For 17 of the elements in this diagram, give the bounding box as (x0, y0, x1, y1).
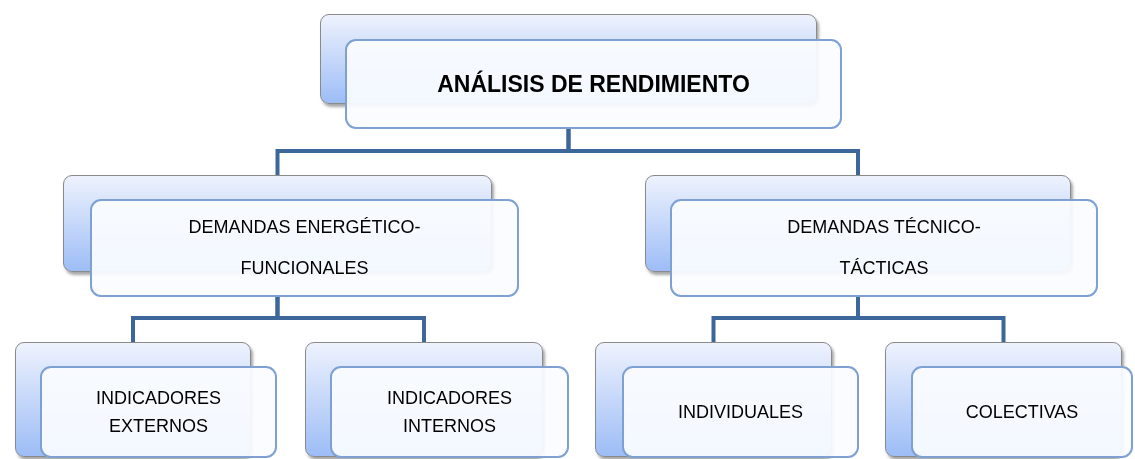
connector-line (566, 129, 860, 175)
stacked-card (305, 342, 569, 458)
stacked-card (63, 175, 519, 297)
box-label: INDICADORES EXTERNOS (95, 387, 222, 438)
stacked-card (320, 14, 842, 129)
box-label: DEMANDAS TÉCNICO-TÁCTICAS (786, 216, 982, 280)
box-label: DEMANDAS ENERGÉTICO-FUNCIONALES (187, 216, 422, 280)
stacked-card (595, 342, 859, 458)
box-label: INDICADORES INTERNOS (386, 387, 513, 438)
box-label: ANÁLISIS DE RENDIMIENTO (437, 69, 750, 99)
stacked-card (645, 175, 1098, 297)
connector-line (275, 297, 426, 342)
box-label: INDIVIDUALES (677, 401, 803, 424)
box-label: COLECTIVAS (965, 401, 1079, 424)
stacked-card (885, 342, 1133, 458)
connector-line (856, 297, 1006, 342)
stacked-card (15, 342, 277, 458)
